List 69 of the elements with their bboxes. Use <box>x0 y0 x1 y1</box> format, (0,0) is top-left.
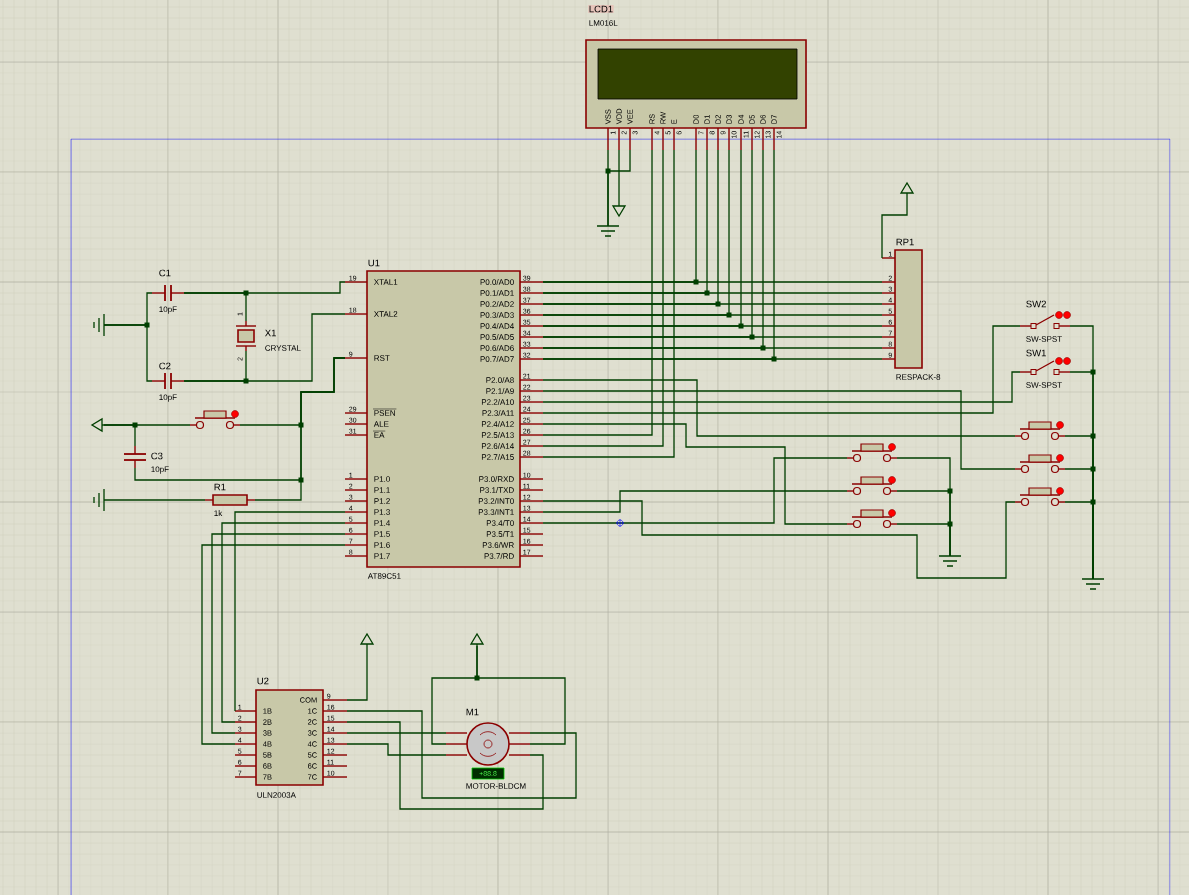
wire <box>221 522 346 723</box>
designator-label: C2 <box>159 362 171 370</box>
part-value: SW-SPST <box>1026 382 1062 388</box>
designator-label: C1 <box>159 269 171 277</box>
designator-label: RP1 <box>896 238 914 246</box>
wire <box>542 423 848 525</box>
wire <box>607 149 631 227</box>
ground-symbol <box>93 488 105 512</box>
ground-symbol <box>1081 578 1105 590</box>
wire <box>618 149 620 205</box>
designator-label: LCD1 <box>588 5 614 13</box>
push-button <box>1014 487 1066 507</box>
power-terminal <box>611 203 627 218</box>
designator-label: C3 <box>151 452 163 460</box>
wire <box>542 379 1016 437</box>
wire <box>881 194 908 259</box>
power-terminal <box>469 632 485 647</box>
wire <box>211 533 346 734</box>
wire <box>234 511 346 712</box>
part-value: AT89C51 <box>367 573 401 579</box>
designator-label: SW1 <box>1026 349 1046 357</box>
ground-symbol <box>93 313 105 337</box>
wire <box>346 645 368 701</box>
part-value: CRYSTAL <box>265 345 301 351</box>
part-value: 1k <box>214 510 223 516</box>
push-button <box>189 410 241 430</box>
part-value: RESPACK-8 <box>896 374 941 380</box>
wire <box>103 499 206 501</box>
wire <box>542 457 848 524</box>
designator-label: X1 <box>265 329 276 337</box>
wire <box>542 500 1016 579</box>
part-value: LM016L <box>589 20 618 26</box>
wire <box>254 357 346 501</box>
wire <box>346 732 447 734</box>
push-button <box>846 476 898 496</box>
wire <box>346 721 544 810</box>
designator-label: U1 <box>368 259 380 267</box>
power-terminal <box>90 417 105 433</box>
push-button <box>1014 421 1066 441</box>
part-value: 10pF <box>159 394 177 402</box>
wire <box>183 292 247 322</box>
part-value: 10pF <box>159 306 177 314</box>
wire <box>346 743 447 756</box>
part-value: MOTOR-BLDCM <box>466 783 526 789</box>
push-button <box>1014 454 1066 474</box>
ground-symbol <box>596 225 620 237</box>
wire <box>476 645 566 745</box>
part-value: 10pF <box>151 466 169 474</box>
designator-label: M1 <box>466 708 479 716</box>
wire <box>103 324 153 382</box>
designator-label: SW2 <box>1026 300 1046 308</box>
wire <box>346 710 577 799</box>
power-terminal <box>899 181 915 196</box>
designator-label: U2 <box>257 677 269 685</box>
push-button <box>846 509 898 529</box>
wire <box>1064 501 1094 580</box>
designator-label: R1 <box>214 483 226 491</box>
part-value: ULN2003A <box>257 792 296 798</box>
power-terminal <box>359 632 375 647</box>
push-button <box>846 443 898 463</box>
wire <box>183 350 247 382</box>
ground-symbol <box>938 555 962 567</box>
wire <box>542 390 1016 470</box>
wire <box>542 371 1021 403</box>
wire <box>103 424 136 447</box>
wire <box>896 523 951 557</box>
wire <box>542 490 848 513</box>
part-value: SW-SPST <box>1026 336 1062 342</box>
wire <box>542 325 1021 414</box>
